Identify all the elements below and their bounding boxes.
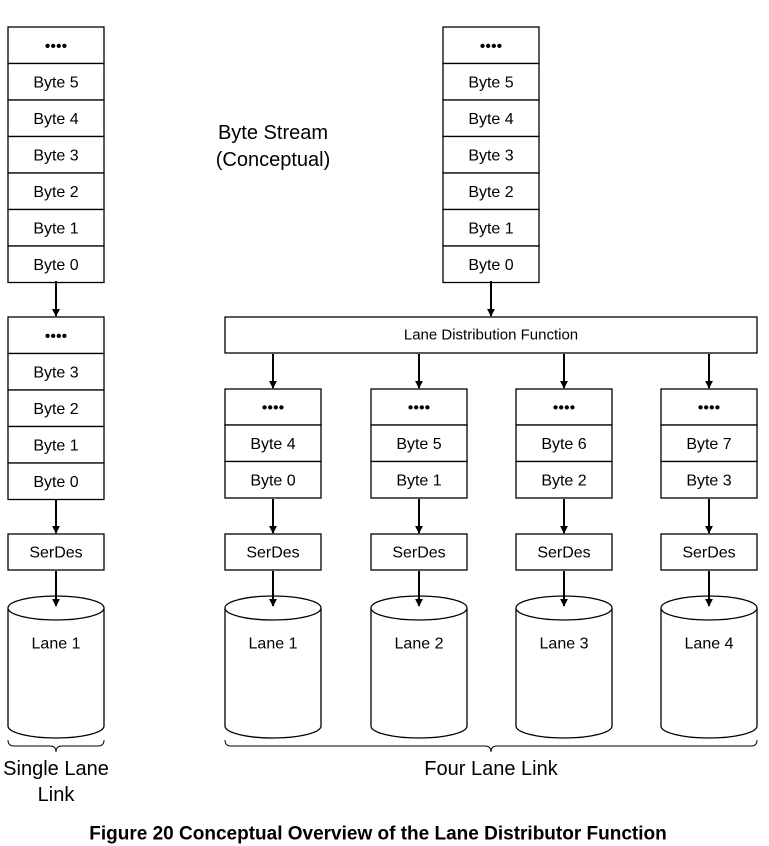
single-lane-byte-0-box — [7, 462, 105, 501]
four-lane-1: Lane 1 — [249, 636, 298, 653]
single-lane-byte-1: Byte 1 — [33, 437, 78, 454]
single-lane-1: Lane 1 — [32, 636, 81, 653]
single-stream-byte-0: Byte 0 — [33, 257, 78, 274]
four-lane-4: Lane 4 — [685, 636, 734, 653]
single-lane-label-line1: Single Lane — [3, 758, 109, 780]
single-lane-byte-0: Byte 0 — [33, 474, 78, 491]
lane-4-byte-3-box — [660, 460, 758, 499]
single-stream-byte-5: Byte 5 — [33, 74, 78, 91]
four-stream-byte-3-box — [442, 135, 540, 174]
single-stream-byte-4: Byte 4 — [33, 111, 78, 128]
lane-4-byte-3: Byte 3 — [686, 472, 731, 489]
four-stream-byte-5: Byte 5 — [468, 74, 513, 91]
single-stream-ellipsis: •••• — [45, 38, 67, 55]
single-lane-byte-2-box — [7, 389, 105, 428]
four-stream-byte-0-box — [442, 245, 540, 284]
lane-2-byte-1: Byte 1 — [396, 472, 441, 489]
four-lane-4-cylinder — [660, 595, 758, 739]
byte-stream-label-line2: (Conceptual) — [216, 149, 331, 171]
lane-1-serdes-box — [224, 533, 322, 571]
lane-3-serdes: SerDes — [537, 545, 590, 562]
four-lane-2: Lane 2 — [395, 636, 444, 653]
lane-4-serdes-box — [660, 533, 758, 571]
lane-3-ellipsis: •••• — [553, 400, 575, 417]
lane-3-byte-2: Byte 2 — [541, 472, 586, 489]
four-stream-ellipsis: •••• — [480, 38, 502, 55]
four-stream-byte-4: Byte 4 — [468, 111, 513, 128]
lane-4-ellipsis-box — [660, 388, 758, 426]
single-lane-ellipsis-box — [7, 316, 105, 355]
four-lane-label: Four Lane Link — [424, 758, 558, 780]
four-stream-byte-3: Byte 3 — [468, 147, 513, 164]
four-stream-byte-1-box — [442, 208, 540, 247]
lane-2-serdes: SerDes — [392, 545, 445, 562]
single-stream-byte-3: Byte 3 — [33, 147, 78, 164]
lane-2-ellipsis-box — [370, 388, 468, 426]
single-lane-byte-2: Byte 2 — [33, 401, 78, 418]
lane-distribution-box — [224, 316, 758, 354]
single-lane-1-cylinder — [7, 595, 105, 739]
lane-distribution-label: Lane Distribution Function — [404, 327, 578, 344]
four-stream-byte-4-box — [442, 99, 540, 138]
lane-4-serdes: SerDes — [682, 545, 735, 562]
four-lane-2-cylinder — [370, 595, 468, 739]
lane-3-byte-6: Byte 6 — [541, 436, 586, 453]
four-stream-byte-2: Byte 2 — [468, 184, 513, 201]
lane-4-byte-7: Byte 7 — [686, 436, 731, 453]
lane-3-serdes-box — [515, 533, 613, 571]
four-stream-byte-1: Byte 1 — [468, 220, 513, 237]
single-lane-byte-3-box — [7, 352, 105, 391]
single-stream-ellipsis-box — [7, 26, 105, 65]
byte-stream-label-line1: Byte Stream — [218, 122, 328, 144]
lane-4-byte-7-box — [660, 424, 758, 463]
lane-2-serdes-box — [370, 533, 468, 571]
lane-3-byte-2-box — [515, 460, 613, 499]
single-serdes-box — [7, 533, 105, 571]
single-lane-brace — [7, 739, 105, 753]
four-stream-byte-0: Byte 0 — [468, 257, 513, 274]
four-stream-ellipsis-box — [442, 26, 540, 65]
lane-1-ellipsis: •••• — [262, 400, 284, 417]
single-serdes: SerDes — [29, 545, 82, 562]
lane-2-byte-5: Byte 5 — [396, 436, 441, 453]
lane-2-byte-1-box — [370, 460, 468, 499]
four-lane-3: Lane 3 — [540, 636, 589, 653]
four-stream-byte-2-box — [442, 172, 540, 211]
lane-2-byte-5-box — [370, 424, 468, 463]
four-lane-brace — [224, 739, 758, 753]
single-stream-byte-1-box — [7, 208, 105, 247]
single-lane-label-line2: Link — [38, 784, 76, 806]
lane-4-ellipsis: •••• — [698, 400, 720, 417]
lane-1-serdes: SerDes — [246, 545, 299, 562]
lane-1-byte-0-box — [224, 460, 322, 499]
four-lane-3-cylinder — [515, 595, 613, 739]
four-lane-1-cylinder — [224, 595, 322, 739]
lane-2-ellipsis: •••• — [408, 400, 430, 417]
four-stream-byte-5-box — [442, 62, 540, 101]
single-stream-byte-5-box — [7, 62, 105, 101]
lane-1-byte-0: Byte 0 — [250, 472, 295, 489]
single-lane-byte-1-box — [7, 425, 105, 464]
single-stream-byte-1: Byte 1 — [33, 220, 78, 237]
lane-1-byte-4: Byte 4 — [250, 436, 295, 453]
lane-1-ellipsis-box — [224, 388, 322, 426]
single-stream-byte-2: Byte 2 — [33, 184, 78, 201]
single-stream-byte-3-box — [7, 135, 105, 174]
figure-caption: Figure 20 Conceptual Overview of the Lan… — [89, 824, 666, 845]
single-lane-ellipsis: •••• — [45, 328, 67, 345]
single-lane-byte-3: Byte 3 — [33, 364, 78, 381]
